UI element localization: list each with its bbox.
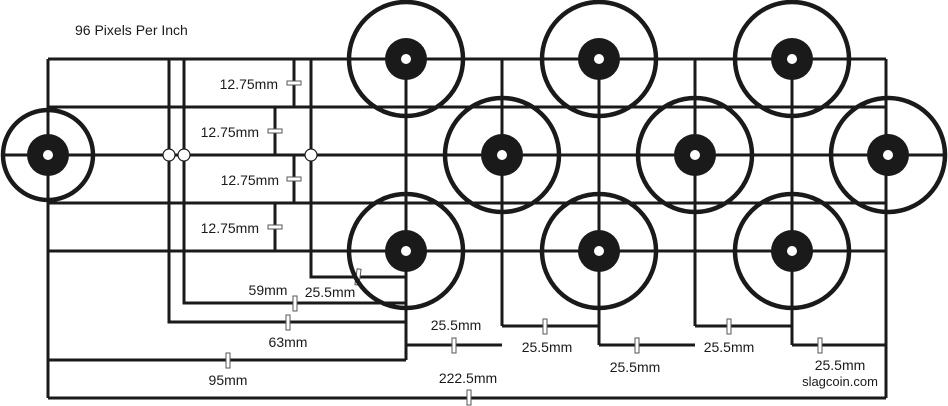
dimension-tick — [285, 314, 291, 331]
buttons — [0, 0, 948, 311]
button-mid-1 — [442, 95, 562, 215]
dimension-tick — [451, 337, 457, 354]
spacing-label: 12.75mm — [221, 172, 279, 188]
button-spacing-label: 25.5mm — [815, 357, 866, 373]
spacing-label: 12.75mm — [201, 124, 259, 140]
junction-node — [162, 148, 176, 162]
button-bottom-3 — [732, 191, 852, 311]
button-top-2 — [539, 0, 659, 119]
spacing-label: 12.75mm — [220, 76, 278, 92]
button-spacing-label: 25.5mm — [431, 317, 482, 333]
button-top-1 — [346, 0, 466, 119]
offset-25mm-line — [309, 59, 406, 279]
dimension-tick — [267, 128, 283, 134]
button-bottom-1 — [346, 191, 466, 311]
button-mid-2 — [635, 95, 755, 215]
offset-label-63: 63mm — [269, 334, 308, 350]
offset-63mm-line — [167, 59, 406, 324]
junction-node — [177, 148, 191, 162]
dimension-tick — [466, 389, 472, 406]
dimension-tick — [286, 80, 302, 86]
dimension-tick — [286, 176, 302, 182]
dimension-ticks — [225, 80, 823, 406]
dimension-tick — [542, 318, 548, 335]
button-top-3 — [732, 0, 852, 119]
button-spacing-label: 25.5mm — [704, 339, 755, 355]
button-left — [0, 107, 96, 203]
offset-label-95: 95mm — [209, 372, 248, 388]
dimension-tick — [726, 318, 732, 335]
button-spacing-label: 25.5mm — [522, 339, 573, 355]
total-width-label: 222.5mm — [439, 370, 497, 386]
dimension-tick — [225, 352, 231, 369]
dimension-tick — [292, 295, 298, 312]
button-spacing-label: 25.5mm — [610, 359, 661, 375]
grid-lines — [2, 57, 944, 400]
dimension-tick — [267, 224, 283, 230]
diagram-title: 96 Pixels Per Inch — [75, 22, 188, 38]
button-mid-3 — [828, 95, 948, 215]
button-bottom-2 — [539, 191, 659, 311]
offset-label-59: 59mm — [249, 282, 288, 298]
offset-label-25: 25.5mm — [305, 284, 356, 300]
credit-text: slagcoin.com — [802, 374, 878, 389]
spacing-label: 12.75mm — [201, 220, 259, 236]
dimension-tick — [634, 337, 640, 354]
offset-59mm-line — [182, 59, 406, 305]
dimension-tick — [817, 337, 823, 354]
junction-node — [304, 148, 318, 162]
